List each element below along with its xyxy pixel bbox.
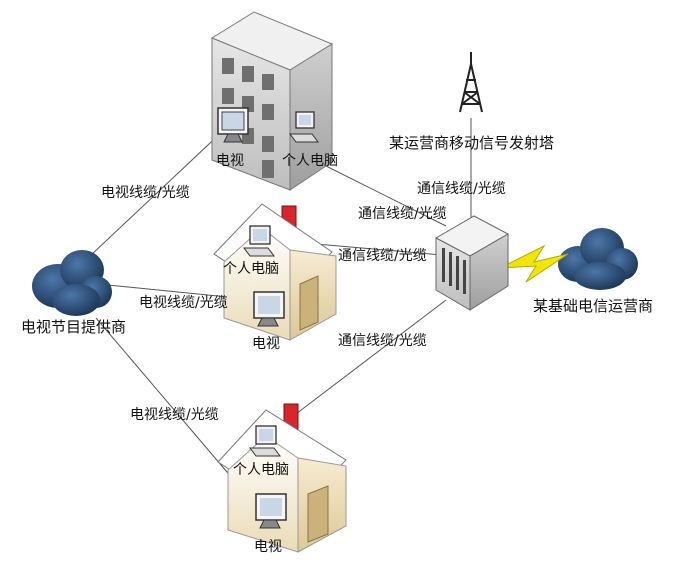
telecom-operator-label: 某基础电信运营商 (533, 297, 654, 315)
house1-tv-label: 电视 (252, 336, 280, 352)
house2-pc-label: 个人电脑 (233, 462, 289, 478)
comm-cable-tower-label: 通信线缆/光缆 (417, 181, 506, 197)
house2-tv-label: 电视 (254, 539, 282, 555)
link-tv-provider-office (89, 127, 227, 257)
mobile-tower-icon (459, 52, 483, 113)
comm-cable-office-label: 通信线缆/光缆 (358, 206, 447, 222)
tv-provider-cloud-icon (32, 250, 112, 316)
office-building (210, 11, 334, 191)
house-2 (217, 403, 347, 553)
mobile-tower-label: 某运营商移动信号发射塔 (389, 134, 555, 152)
office-tv-icon (217, 107, 249, 143)
tv-cable-office-label: 电视线缆/光缆 (101, 185, 190, 201)
link-office-hub (317, 161, 447, 227)
telecom-operator-cloud-icon (558, 228, 638, 290)
comm-cable-house1-label: 通信线缆/光缆 (338, 248, 427, 264)
tv-cable-house1-label: 电视线缆/光缆 (139, 295, 228, 311)
house2-pc-icon (249, 425, 281, 457)
house1-pc-label: 个人电脑 (223, 261, 279, 277)
house2-tv-icon (255, 493, 287, 529)
house1-pc-icon (243, 225, 275, 257)
tv-cable-house2-label: 电视线缆/光缆 (130, 407, 219, 423)
wireless-link-lightning-icon (499, 244, 569, 283)
telecom-hub-building (434, 215, 510, 311)
office-pc-label: 个人电脑 (282, 153, 338, 169)
link-house2-hub (287, 299, 447, 421)
link-tv-provider-house2 (95, 317, 245, 493)
comm-cable-house2-label: 通信线缆/光缆 (338, 333, 427, 349)
tv-provider-label: 电视节目提供商 (21, 318, 127, 336)
office-pc-icon (289, 111, 319, 143)
office-tv-label: 电视 (216, 153, 244, 169)
house1-tv-icon (253, 291, 285, 327)
